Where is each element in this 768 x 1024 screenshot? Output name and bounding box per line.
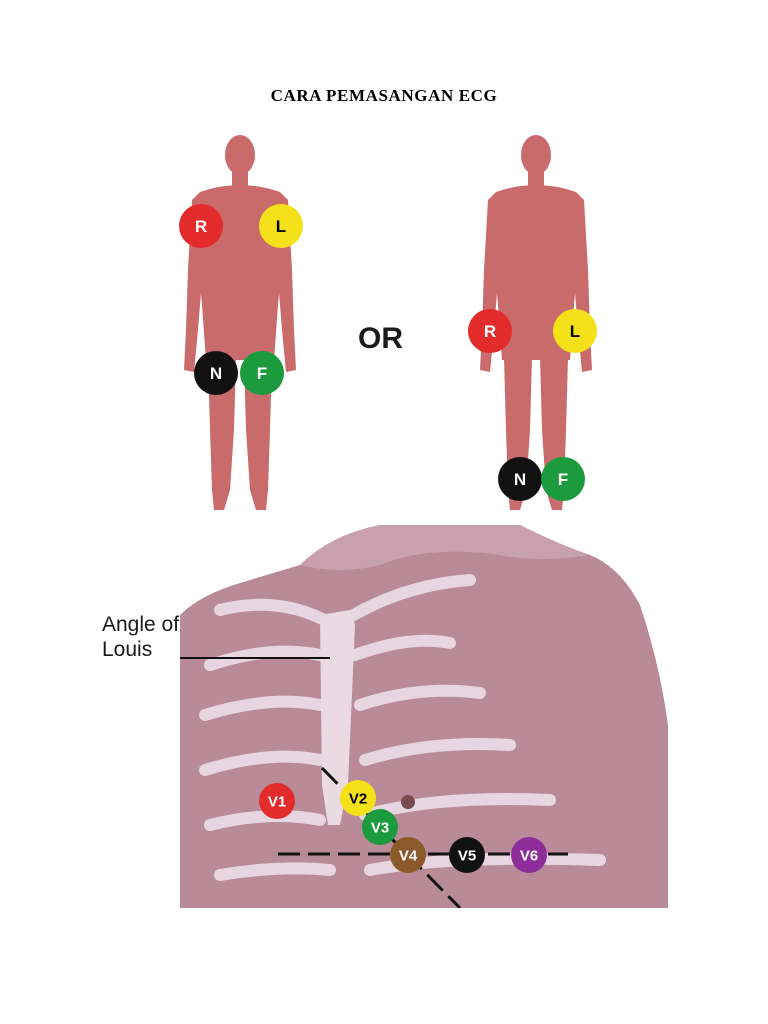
limb-b-electrode-circle [541, 457, 585, 501]
limb-a-electrode-n: N [194, 351, 238, 395]
limb-b-electrode-label: L [570, 322, 580, 341]
page-title: CARA PEMASANGAN ECG [270, 86, 498, 105]
angle-of-louis-label: Angle of Louis [102, 612, 179, 662]
or-separator: OR [358, 322, 403, 355]
body-figure-a: R L N F [179, 135, 303, 510]
limb-b-electrode-n: N [498, 457, 542, 501]
limb-b-electrode-l: L [553, 309, 597, 353]
limb-b-electrode-f: F [541, 457, 585, 501]
limb-a-electrode-label: L [276, 217, 286, 236]
limb-a-electrode-circle [179, 204, 223, 248]
chest-electrode-v3: V3 [362, 809, 398, 845]
limb-electrodes-a: R L N F [179, 204, 303, 395]
limb-b-electrode-r: R [468, 309, 512, 353]
chest-electrode-circle [449, 837, 485, 873]
chest-electrode-circle [511, 837, 547, 873]
angle-label-line2: Louis [102, 638, 153, 661]
limb-a-electrode-label: F [257, 364, 267, 383]
limb-a-electrode-circle [240, 351, 284, 395]
limb-b-electrode-circle [553, 309, 597, 353]
chest-electrode-label: V4 [399, 847, 418, 864]
chest-electrode-circle [390, 837, 426, 873]
limb-electrodes-b: R L N F [468, 309, 597, 501]
limb-a-electrode-r: R [179, 204, 223, 248]
chest-electrode-label: V6 [520, 847, 538, 864]
chest-electrode-v1: V1 [259, 783, 295, 819]
chest-electrode-label: V1 [268, 793, 286, 810]
limb-b-electrode-label: R [484, 322, 496, 341]
chest-electrode-v2: V2 [340, 780, 376, 816]
limb-b-electrode-circle [498, 457, 542, 501]
angle-label-line1: Angle of [102, 613, 180, 636]
limb-b-electrode-label: N [514, 470, 526, 489]
chest-electrode-label: V2 [349, 790, 367, 807]
limb-a-electrode-circle [259, 204, 303, 248]
chest-electrode-v4: V4 [390, 837, 426, 873]
limb-a-electrode-f: F [240, 351, 284, 395]
chest-electrode-label: V5 [458, 847, 476, 864]
chest-electrode-v6: V6 [511, 837, 547, 873]
limb-b-electrode-circle [468, 309, 512, 353]
chest-electrode-v5: V5 [449, 837, 485, 873]
chest-electrode-label: V3 [371, 819, 389, 836]
chest-electrode-circle [362, 809, 398, 845]
limb-b-electrode-label: F [558, 470, 568, 489]
chest-electrode-circle [340, 780, 376, 816]
body-figure-b: R L N F [468, 135, 597, 510]
limb-a-electrode-label: N [210, 364, 222, 383]
limb-a-electrode-l: L [259, 204, 303, 248]
limb-a-electrode-label: R [195, 217, 207, 236]
chest-electrode-circle [259, 783, 295, 819]
limb-a-electrode-circle [194, 351, 238, 395]
